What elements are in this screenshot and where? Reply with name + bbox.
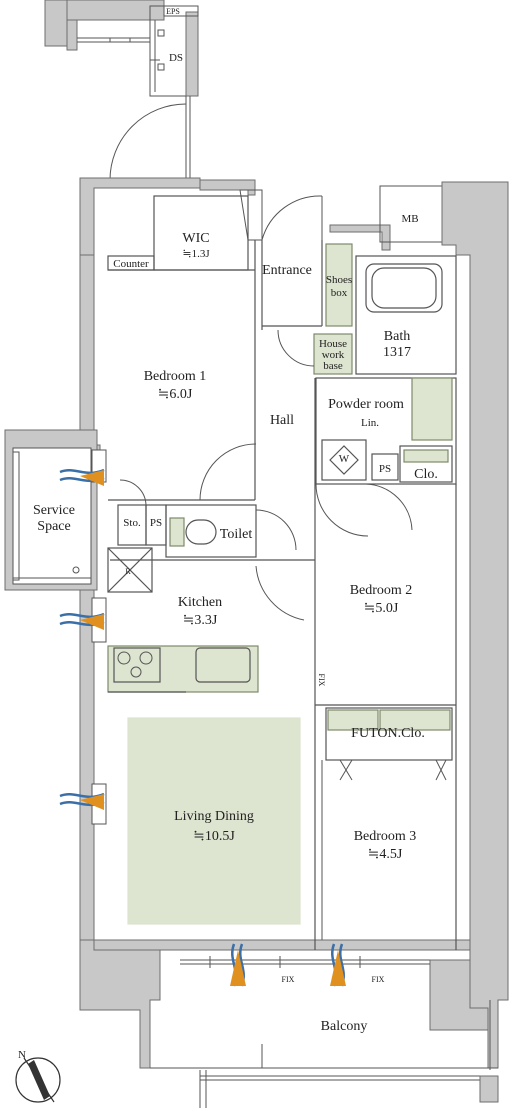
sto-label: Sto. (123, 517, 141, 529)
shoes-box-label-1: Shoes (326, 274, 352, 286)
doors (119, 195, 447, 940)
w-label: W (339, 453, 350, 465)
service-space-label-1: Service (33, 503, 75, 518)
airflow-left (59, 468, 105, 810)
bottom-windows (180, 956, 430, 968)
ds-label: DS (169, 52, 183, 64)
eps-label: EPS (166, 7, 180, 16)
kitchen-label: Kitchen (178, 595, 222, 610)
counter-label: Counter (113, 258, 149, 270)
fix-vertical-label: FIX (317, 674, 326, 687)
bedroom1-label: Bedroom 1 (144, 369, 207, 384)
house-work-base-2: work (322, 349, 345, 361)
bedroom3-label: Bedroom 3 (354, 829, 417, 844)
futon-clo-label: FUTON.Clo. (351, 726, 425, 741)
bedroom2-size: ≒5.0J (364, 601, 399, 616)
living-dining-label: Living Dining (174, 809, 254, 824)
walls (79, 177, 509, 1069)
lin-label: Lin. (361, 417, 379, 429)
living-dining-size: ≒10.5J (193, 829, 235, 844)
fix-right-label: FIX (372, 975, 385, 984)
powder-room-label: Powder room (328, 397, 404, 412)
r-label: R (125, 567, 131, 576)
clo-label: Clo. (414, 467, 438, 482)
bath-size: 1317 (383, 345, 411, 360)
ps2-label: PS (150, 517, 162, 529)
bedroom1-size: ≒6.0J (158, 387, 193, 402)
ds-eps-block (44, 0, 199, 97)
service-space-outline (4, 429, 98, 591)
interior-walls (107, 195, 457, 950)
toilet-label: Toilet (220, 527, 253, 542)
fix-left-label: FIX (282, 975, 295, 984)
wic-size: ≒1.3J (182, 248, 210, 260)
shoes-box-label-2: box (331, 287, 348, 299)
entrance-label: Entrance (262, 263, 312, 278)
bath-label: Bath (384, 329, 410, 344)
north-label: N (18, 1049, 26, 1061)
house-work-base-1: House (319, 338, 347, 350)
north-compass (15, 1057, 61, 1103)
balcony-label: Balcony (321, 1019, 368, 1034)
balcony-rail (150, 1000, 499, 1108)
service-space-label-2: Space (37, 519, 70, 534)
mb-label: MB (401, 213, 418, 225)
stove-burners (117, 651, 153, 678)
airflow-bottom (230, 943, 346, 987)
kitchen-size: ≒3.3J (183, 613, 218, 628)
wic-label: WIC (182, 231, 209, 246)
hall-label: Hall (270, 413, 294, 428)
bedroom2-label: Bedroom 2 (350, 583, 413, 598)
house-work-base-3: base (323, 360, 343, 372)
ps-label: PS (379, 463, 391, 475)
outer-door (109, 96, 191, 181)
bedroom3-size: ≒4.5J (368, 847, 403, 862)
